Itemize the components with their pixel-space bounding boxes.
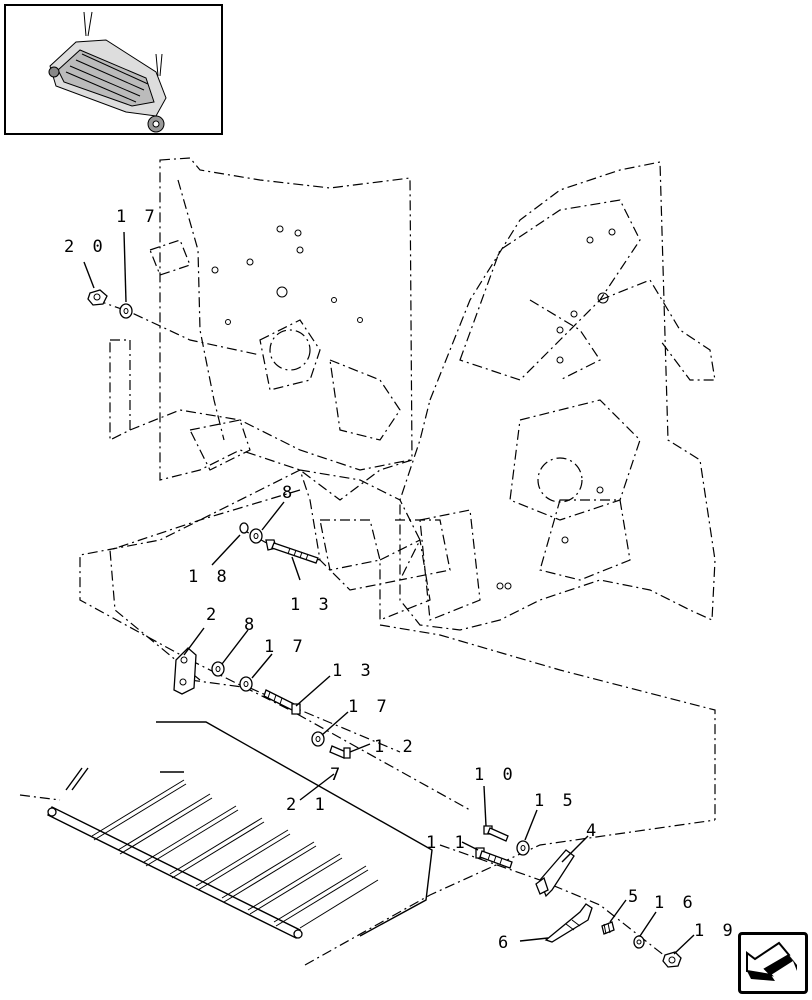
callout-16: 1 6 xyxy=(654,893,697,913)
bolt-12 xyxy=(329,745,351,759)
bolt-11 xyxy=(475,847,513,869)
overview-thumbnail xyxy=(4,4,223,135)
right-frame-panel xyxy=(379,161,716,631)
callout-6: 6 xyxy=(498,933,512,953)
washer-16 xyxy=(633,935,645,949)
previous-page-button[interactable] xyxy=(738,932,808,994)
callout-7: 7 xyxy=(330,765,344,785)
callout-2: 2 xyxy=(206,605,220,625)
mounting-plane-outlines xyxy=(19,469,716,966)
left-frame-panel xyxy=(109,157,413,501)
callout-15: 1 5 xyxy=(534,791,577,811)
lever-6 xyxy=(544,903,593,943)
leader-lines xyxy=(83,231,695,955)
callout-17-low: 1 7 xyxy=(348,697,391,717)
callout-11: 1 1 xyxy=(426,833,469,853)
bolt-13-top xyxy=(265,539,319,564)
callout-20: 2 0 xyxy=(64,237,107,257)
callout-12: 1 2 xyxy=(374,737,417,757)
nut-19 xyxy=(662,951,682,968)
callout-17-mid: 1 7 xyxy=(264,637,307,657)
bolt-10 xyxy=(483,825,509,842)
washer-8-top xyxy=(249,528,263,544)
washer-15 xyxy=(516,840,530,856)
callout-13-mid: 1 3 xyxy=(332,661,375,681)
hardware-parts xyxy=(87,289,682,968)
callout-17-top: 1 7 xyxy=(116,207,159,227)
alignment-lines xyxy=(95,299,671,961)
rake-assembly xyxy=(47,721,433,939)
callout-labels: 2 0 1 7 8 1 8 1 3 2 8 1 7 1 3 1 7 1 2 7 … xyxy=(64,207,737,953)
washer-8-mid xyxy=(211,661,225,677)
callout-13-top: 1 3 xyxy=(290,595,333,615)
center-mechanism xyxy=(299,469,451,591)
callout-4: 4 xyxy=(586,821,600,841)
callout-8-mid: 8 xyxy=(244,615,258,635)
bracket-2 xyxy=(173,647,197,695)
callout-19: 1 9 xyxy=(694,921,737,941)
callout-8-top: 8 xyxy=(282,483,296,503)
callout-18: 1 8 xyxy=(188,567,231,587)
nut-20 xyxy=(87,289,108,306)
callout-5: 5 xyxy=(628,887,642,907)
spring-5 xyxy=(601,921,615,935)
bracket-4 xyxy=(535,849,575,898)
baler-overview-thumbnail-icon xyxy=(48,11,167,133)
callout-21: 2 1 xyxy=(286,795,329,815)
washer-17-low xyxy=(311,731,325,747)
washer-17-mid xyxy=(239,676,253,692)
previous-arrow-icon xyxy=(746,941,797,981)
bolt-13-mid xyxy=(263,689,301,715)
washer-18 xyxy=(239,522,249,534)
washer-17-top xyxy=(119,303,133,319)
callout-10: 1 0 xyxy=(474,765,517,785)
